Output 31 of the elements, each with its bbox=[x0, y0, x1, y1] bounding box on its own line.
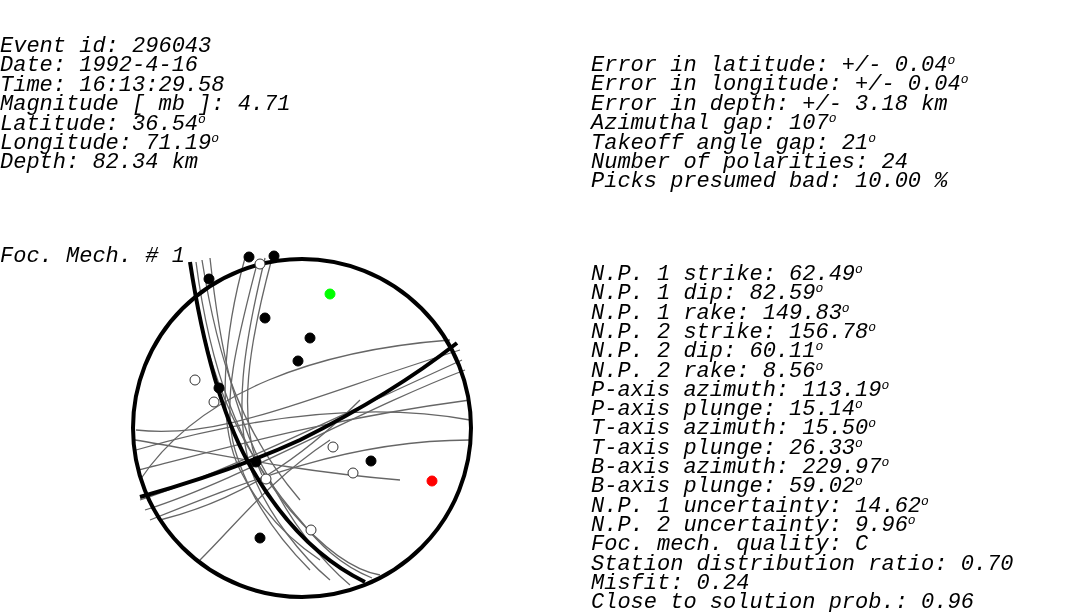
parameter-text: N.P. 1 rake: 149.83$^{o}$ bbox=[591, 303, 850, 323]
parameter-text: B-axis plunge: 59.02$^{o}$ bbox=[591, 477, 863, 497]
panel-heading: Foc. Mech. # 1 bbox=[0, 247, 185, 266]
parameter-text: Date: 1992-4-16 bbox=[0, 56, 199, 76]
parameter-text: Number of polarities: 24 bbox=[591, 153, 908, 172]
parameter-text: Longitude: 71.19$^{o}$ bbox=[0, 134, 220, 153]
parameter-text: B-axis azimuth: 229.97$^{o}$ bbox=[591, 458, 890, 477]
parameter-text: P-axis azimuth: 113.19$^{o}$ bbox=[591, 380, 890, 400]
parameter-text: N.P. 1 dip: 82.59$^{o}$ bbox=[591, 284, 824, 304]
parameter-text: Error in latitude: +/- 0.04$^{o}$ bbox=[591, 56, 956, 75]
parameter-text: T-axis plunge: 26.33$^{o}$ bbox=[591, 438, 863, 458]
parameter-text: N.P. 1 strike: 62.49$^{o}$ bbox=[591, 265, 863, 284]
parameter-text: T-axis azimuth: 15.50$^{o}$ bbox=[591, 419, 877, 439]
parameter-text: Depth: 82.34 km bbox=[0, 153, 199, 173]
parameter-text: N.P. 2 uncertainty: 9.96$^{o}$ bbox=[591, 515, 916, 535]
parameter-text: Picks presumed bad: 10.00 % bbox=[591, 172, 948, 192]
parameter-text: Azimuthal gap: 107$^{o}$ bbox=[591, 114, 837, 134]
parameter-text: N.P. 2 rake: 8.56$^{o}$ bbox=[591, 361, 824, 381]
parameter-text: N.P. 2 dip: 60.11$^{o}$ bbox=[591, 342, 824, 362]
parameter-text: Event id: 296043 bbox=[0, 37, 212, 56]
parameter-text: N.P. 2 strike: 156.78$^{o}$ bbox=[591, 322, 877, 342]
parameter-text: Takeoff angle gap: 21$^{o}$ bbox=[591, 133, 877, 153]
parameter-text: Station distribution ratio: 0.70 bbox=[591, 554, 1014, 574]
parameter-text: Time: 16:13:29.58 bbox=[0, 75, 225, 95]
parameter-text: Foc. mech. quality: C bbox=[591, 535, 869, 555]
parameter-text: Error in longitude: +/- 0.04$^{o}$ bbox=[591, 75, 969, 95]
parameter-text: Error in depth: +/- 3.18 km bbox=[591, 94, 948, 114]
parameter-text: Magnitude [ mb ]: 4.71 bbox=[0, 95, 291, 115]
parameter-text: Misfit: 0.24 bbox=[591, 573, 750, 593]
parameter-text: Close to solution prob.: 0.96 bbox=[591, 593, 974, 612]
parameter-text: N.P. 1 uncertainty: 14.62$^{o}$ bbox=[591, 496, 929, 516]
